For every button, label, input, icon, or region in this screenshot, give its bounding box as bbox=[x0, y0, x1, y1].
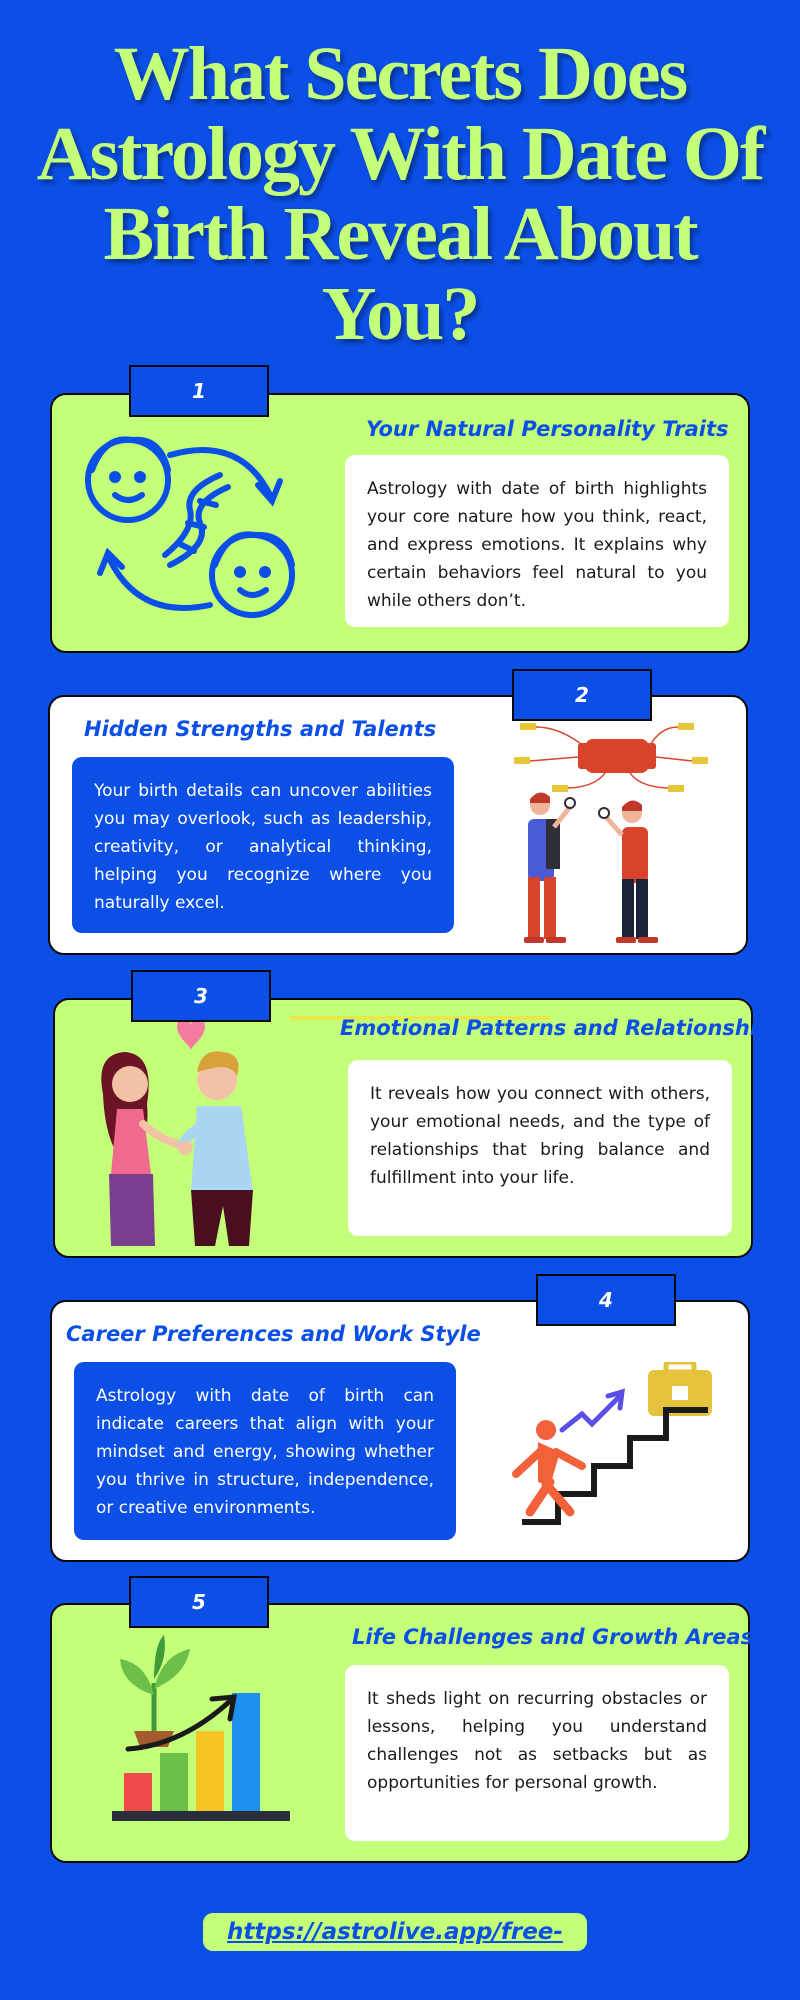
people-strength-icon bbox=[514, 723, 708, 943]
section-badge-5: 5 bbox=[129, 1576, 269, 1628]
section-heading-5: Life Challenges and Growth Areas bbox=[352, 1625, 754, 1649]
growth-chart-icon bbox=[112, 1635, 290, 1821]
section-text-1: Astrology with date of birth highlights … bbox=[345, 455, 729, 627]
section-card-4: Career Preferences and Work Style Astrol… bbox=[50, 1300, 750, 1562]
section-card-1: Your Natural Personality Traits Astrolog… bbox=[50, 393, 750, 653]
section-badge-1: 1 bbox=[129, 365, 269, 417]
section-badge-4: 4 bbox=[536, 1274, 676, 1326]
footer-url-link[interactable]: https://astrolive.app/free-kundli bbox=[203, 1913, 587, 1983]
section-text-3: It reveals how you connect with others, … bbox=[348, 1060, 732, 1236]
section-text-4: Astrology with date of birth can indicat… bbox=[74, 1362, 456, 1540]
section-badge-3: 3 bbox=[131, 970, 271, 1022]
section-badge-2: 2 bbox=[512, 669, 652, 721]
page-title: What Secrets Does Astrology With Date Of… bbox=[36, 32, 766, 356]
section-text-2: Your birth details can uncover abilities… bbox=[72, 757, 454, 933]
section-heading-3: Emotional Patterns and Relationships bbox=[340, 1016, 785, 1040]
section-heading-2: Hidden Strengths and Talents bbox=[84, 717, 437, 741]
faces-dna-icon bbox=[85, 436, 295, 618]
section-heading-1: Your Natural Personality Traits bbox=[366, 417, 729, 441]
career-stairs-icon bbox=[512, 1362, 712, 1525]
section-card-3: Emotional Patterns and Relationships It … bbox=[53, 998, 785, 1258]
section-text-5: It sheds light on recurring obstacles or… bbox=[345, 1665, 729, 1841]
couple-heart-icon bbox=[101, 1018, 253, 1246]
section-card-2: Hidden Strengths and Talents Your birth … bbox=[48, 695, 748, 955]
section-heading-4: Career Preferences and Work Style bbox=[66, 1322, 481, 1346]
accent-line bbox=[290, 1016, 550, 1020]
section-card-5: Life Challenges and Growth Areas It shed… bbox=[50, 1603, 754, 1863]
